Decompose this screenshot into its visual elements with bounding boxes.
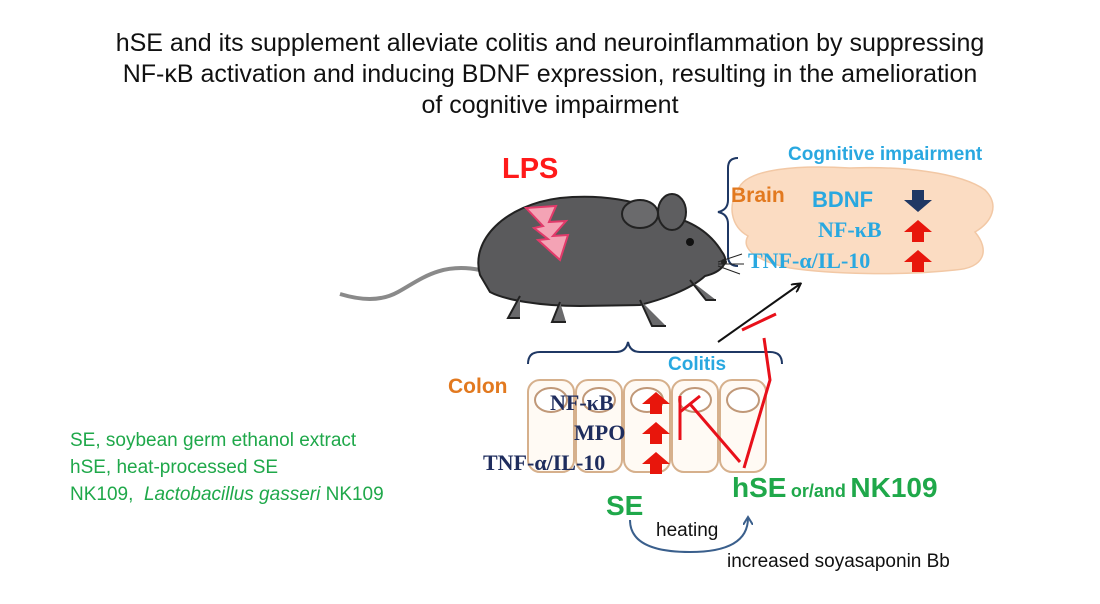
hse-label: hSE bbox=[732, 472, 787, 503]
heating-label: heating bbox=[656, 520, 719, 541]
brain-marker-arrows bbox=[904, 190, 932, 272]
title-line-3: of cognitive impairment bbox=[421, 91, 679, 119]
up-arrow-icon bbox=[642, 452, 670, 474]
brain-heading: Cognitive impairment bbox=[788, 144, 983, 165]
brain-bracket bbox=[717, 157, 739, 267]
brain-organ-label: Brain bbox=[731, 184, 785, 207]
brain-shape bbox=[731, 166, 994, 275]
legend-item-se: SE, soybean germ ethanol extract bbox=[70, 430, 357, 451]
gut-brain-arrow bbox=[717, 284, 800, 343]
down-arrow-icon bbox=[904, 190, 932, 212]
heating-arrow bbox=[629, 518, 748, 554]
figure-title: hSE and its supplement alleviate colitis… bbox=[0, 28, 1100, 121]
colon-organ-label: Colon bbox=[448, 375, 508, 398]
soyasaponin-label: increased soyasaponin Bb bbox=[727, 551, 950, 572]
lightning-bolt-icon bbox=[523, 204, 570, 262]
brain-marker-bdnf: BDNF bbox=[812, 187, 874, 212]
colon-heading: Colitis bbox=[668, 354, 727, 375]
lps-label: LPS bbox=[502, 153, 559, 185]
colon-bracket bbox=[527, 341, 783, 365]
colon-marker-arrows bbox=[642, 392, 670, 474]
legend: SE, soybean germ ethanol extract hSE, he… bbox=[70, 427, 384, 508]
or-and-label: or/and bbox=[790, 481, 846, 501]
title-line-2: NF-κB activation and inducing BDNF expre… bbox=[122, 60, 978, 88]
colon-marker-tnf: TNF-α/IL-10 bbox=[483, 450, 606, 475]
legend-item-hse: hSE, heat-processed SE bbox=[70, 457, 279, 478]
colon-marker-nfkb: NF-κB bbox=[550, 390, 614, 415]
se-label: SE bbox=[606, 490, 644, 521]
treatment-line: hSE or/and NK109 bbox=[732, 472, 938, 504]
brain-marker-tnf: TNF-α/IL-10 bbox=[748, 248, 871, 273]
colon-marker-mpo: MPO bbox=[574, 420, 626, 445]
nk109-label: NK109 bbox=[850, 472, 938, 503]
up-arrow-icon bbox=[642, 392, 670, 414]
up-arrow-icon bbox=[642, 422, 670, 444]
up-arrow-icon bbox=[904, 250, 932, 272]
brain-marker-nfkb: NF-κB bbox=[818, 217, 882, 242]
inhibition-lines bbox=[678, 312, 777, 469]
legend-item-nk109: NK109, Lactobacillus gasseri NK109 bbox=[70, 484, 384, 505]
title-line-1: hSE and its supplement alleviate colitis… bbox=[115, 29, 985, 57]
up-arrow-icon bbox=[904, 220, 932, 242]
